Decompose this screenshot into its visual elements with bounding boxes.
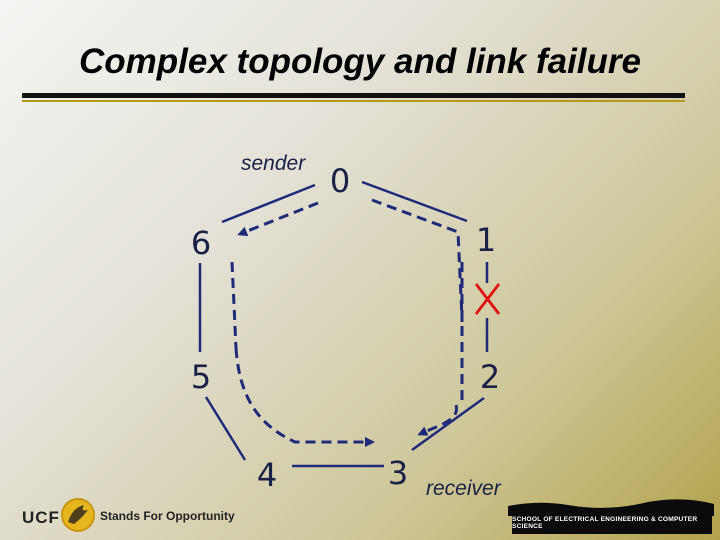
receiver-label: receiver: [426, 477, 501, 500]
link-6-0: [221, 183, 316, 224]
ucf-tagline: Stands For Opportunity: [100, 509, 235, 523]
pegasus-icon: [61, 498, 95, 532]
sender-label: sender: [241, 152, 306, 175]
node-1: 1: [475, 221, 497, 259]
title-rule-dark: [22, 93, 685, 98]
school-logo-silhouette: [508, 499, 714, 516]
node-6: 6: [190, 224, 212, 262]
node-5: 5: [190, 358, 212, 396]
node-4: 4: [256, 456, 278, 494]
link-5-4: [204, 396, 247, 461]
node-3: 3: [387, 454, 409, 492]
link-3-2: [411, 396, 485, 452]
title-rule-gold: [22, 100, 685, 102]
link-0-1: [361, 180, 468, 223]
path-3-2: [417, 404, 458, 436]
ucf-logo-text: UCF: [22, 508, 60, 527]
path-0-6: [237, 201, 319, 237]
path-0-1: [371, 198, 464, 319]
slide-title: Complex topology and link failure: [79, 42, 641, 81]
link-failure-icon: [474, 283, 501, 315]
path-5-4-3: [234, 347, 375, 447]
school-banner: SCHOOL OF ELECTRICAL ENGINEERING & COMPU…: [512, 512, 712, 534]
path-6-5: [230, 261, 238, 349]
node-0: 0: [329, 162, 351, 200]
node-2: 2: [479, 358, 501, 396]
